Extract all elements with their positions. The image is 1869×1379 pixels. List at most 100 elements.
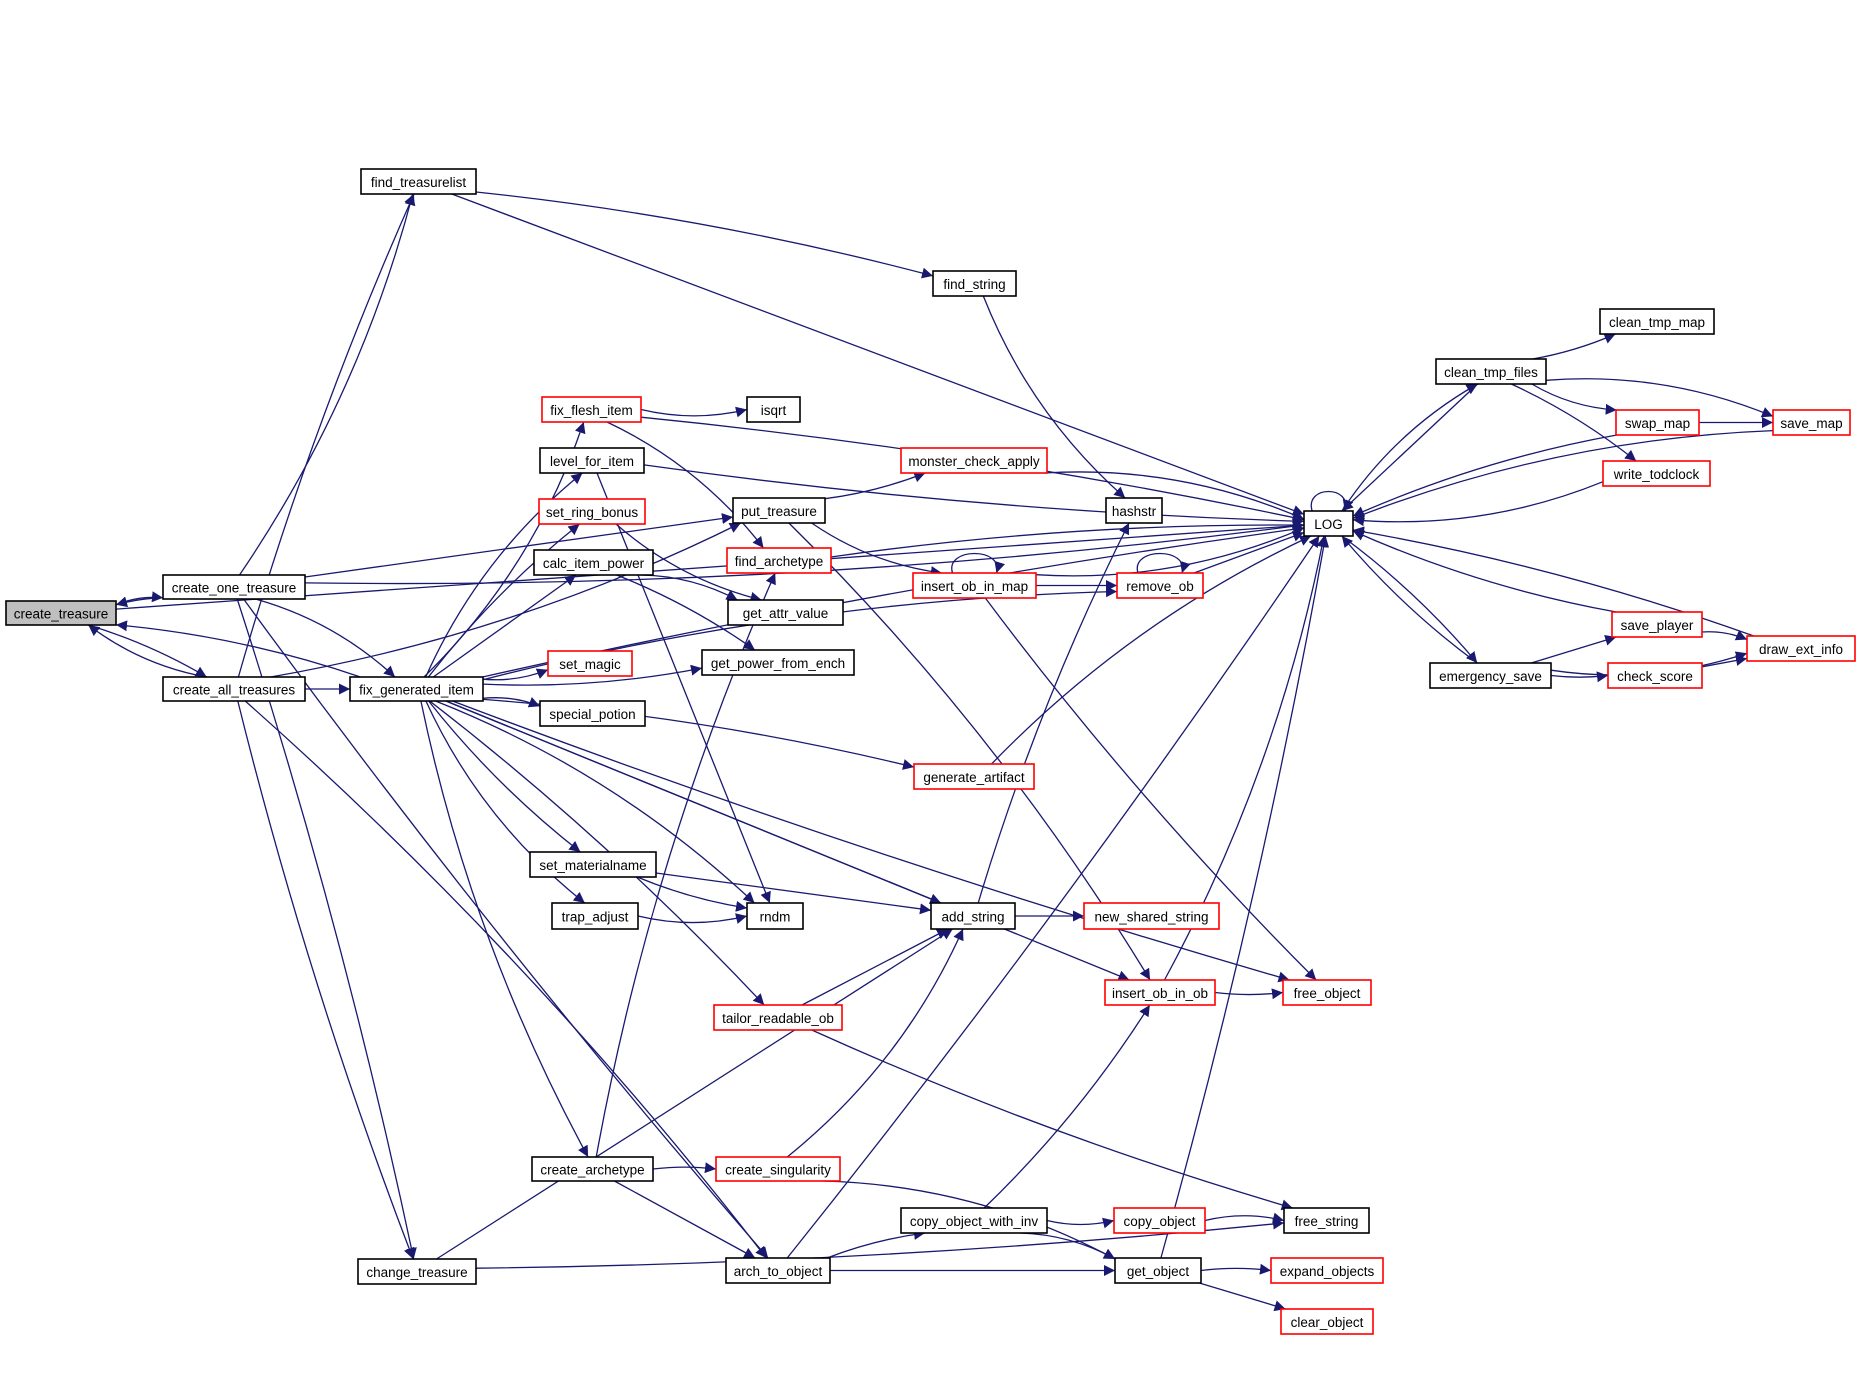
node-box[interactable] bbox=[726, 547, 832, 574]
node-insert_ob_in_map[interactable]: insert_ob_in_map bbox=[912, 572, 1037, 599]
node-box[interactable] bbox=[913, 763, 1035, 790]
node-write_todclock[interactable]: write_todclock bbox=[1602, 460, 1711, 487]
node-box[interactable] bbox=[1611, 611, 1703, 638]
node-add_string[interactable]: add_string bbox=[930, 902, 1016, 930]
node-free_string[interactable]: free_string bbox=[1283, 1207, 1370, 1234]
node-box[interactable] bbox=[539, 700, 646, 727]
node-LOG[interactable]: LOG bbox=[1303, 510, 1354, 537]
node-box[interactable] bbox=[1607, 662, 1703, 689]
node-box[interactable] bbox=[1116, 572, 1204, 599]
node-copy_object_with_inv[interactable]: copy_object_with_inv bbox=[900, 1207, 1048, 1234]
node-trap_adjust[interactable]: trap_adjust bbox=[551, 902, 639, 930]
node-box[interactable] bbox=[360, 168, 477, 195]
node-box[interactable] bbox=[1599, 308, 1715, 335]
node-get_object[interactable]: get_object bbox=[1114, 1257, 1202, 1284]
node-get_power_from_ench[interactable]: get_power_from_ench bbox=[701, 649, 855, 676]
node-box[interactable] bbox=[533, 549, 654, 576]
node-put_treasure[interactable]: put_treasure bbox=[732, 497, 826, 524]
node-create_treasure[interactable]: create_treasure bbox=[5, 600, 117, 626]
node-get_attr_value[interactable]: get_attr_value bbox=[727, 599, 844, 626]
node-box[interactable] bbox=[529, 851, 657, 878]
node-calc_item_power[interactable]: calc_item_power bbox=[533, 549, 654, 576]
node-box[interactable] bbox=[539, 447, 645, 474]
node-box[interactable] bbox=[541, 396, 642, 423]
node-swap_map[interactable]: swap_map bbox=[1615, 409, 1700, 436]
node-level_for_item[interactable]: level_for_item bbox=[539, 447, 645, 474]
node-box[interactable] bbox=[1615, 409, 1700, 436]
node-draw_ext_info[interactable]: draw_ext_info bbox=[1746, 635, 1856, 662]
node-box[interactable] bbox=[727, 599, 844, 626]
node-box[interactable] bbox=[162, 676, 306, 702]
node-box[interactable] bbox=[1113, 1207, 1206, 1234]
node-check_score[interactable]: check_score bbox=[1607, 662, 1703, 689]
node-set_materialname[interactable]: set_materialname bbox=[529, 851, 657, 878]
node-create_archetype[interactable]: create_archetype bbox=[531, 1156, 654, 1182]
node-find_archetype[interactable]: find_archetype bbox=[726, 547, 832, 574]
node-box[interactable] bbox=[746, 902, 804, 930]
node-new_shared_string[interactable]: new_shared_string bbox=[1083, 902, 1220, 930]
node-box[interactable] bbox=[538, 498, 646, 525]
node-box[interactable] bbox=[701, 649, 855, 676]
node-box[interactable] bbox=[912, 572, 1037, 599]
node-box[interactable] bbox=[1083, 902, 1220, 930]
node-monster_check_apply[interactable]: monster_check_apply bbox=[900, 447, 1048, 474]
node-create_singularity[interactable]: create_singularity bbox=[715, 1156, 841, 1182]
node-box[interactable] bbox=[357, 1258, 477, 1285]
node-fix_generated_item[interactable]: fix_generated_item bbox=[349, 676, 484, 702]
node-box[interactable] bbox=[547, 650, 633, 677]
node-free_object[interactable]: free_object bbox=[1282, 979, 1372, 1006]
node-fix_flesh_item[interactable]: fix_flesh_item bbox=[541, 396, 642, 423]
node-change_treasure[interactable]: change_treasure bbox=[357, 1258, 477, 1285]
node-box[interactable] bbox=[932, 270, 1017, 297]
node-save_player[interactable]: save_player bbox=[1611, 611, 1703, 638]
node-box[interactable] bbox=[1283, 1207, 1370, 1234]
node-box[interactable] bbox=[1104, 979, 1216, 1006]
node-box[interactable] bbox=[1429, 662, 1552, 689]
node-box[interactable] bbox=[1114, 1257, 1202, 1284]
node-box[interactable] bbox=[1280, 1308, 1374, 1335]
node-tailor_readable_ob[interactable]: tailor_readable_ob bbox=[713, 1004, 843, 1031]
node-box[interactable] bbox=[1270, 1257, 1384, 1284]
node-clean_tmp_files[interactable]: clean_tmp_files bbox=[1435, 358, 1547, 385]
node-box[interactable] bbox=[162, 574, 306, 600]
node-box[interactable] bbox=[1105, 497, 1163, 524]
node-copy_object[interactable]: copy_object bbox=[1113, 1207, 1206, 1234]
node-hashstr[interactable]: hashstr bbox=[1105, 497, 1163, 524]
node-create_all_treasures[interactable]: create_all_treasures bbox=[162, 676, 306, 702]
node-box[interactable] bbox=[551, 902, 639, 930]
node-box[interactable] bbox=[746, 396, 801, 423]
node-box[interactable] bbox=[715, 1156, 841, 1182]
node-set_magic[interactable]: set_magic bbox=[547, 650, 633, 677]
node-box[interactable] bbox=[5, 600, 117, 626]
node-find_string[interactable]: find_string bbox=[932, 270, 1017, 297]
node-box[interactable] bbox=[1435, 358, 1547, 385]
node-set_ring_bonus[interactable]: set_ring_bonus bbox=[538, 498, 646, 525]
node-box[interactable] bbox=[900, 447, 1048, 474]
node-box[interactable] bbox=[1303, 510, 1354, 537]
node-insert_ob_in_ob[interactable]: insert_ob_in_ob bbox=[1104, 979, 1216, 1006]
node-box[interactable] bbox=[900, 1207, 1048, 1234]
node-special_potion[interactable]: special_potion bbox=[539, 700, 646, 727]
node-clean_tmp_map[interactable]: clean_tmp_map bbox=[1599, 308, 1715, 335]
node-box[interactable] bbox=[725, 1257, 831, 1284]
node-box[interactable] bbox=[732, 497, 826, 524]
node-box[interactable] bbox=[1772, 409, 1851, 436]
node-save_map[interactable]: save_map bbox=[1772, 409, 1851, 436]
node-find_treasurelist[interactable]: find_treasurelist bbox=[360, 168, 477, 195]
node-box[interactable] bbox=[1282, 979, 1372, 1006]
node-box[interactable] bbox=[713, 1004, 843, 1031]
node-box[interactable] bbox=[930, 902, 1016, 930]
node-box[interactable] bbox=[1602, 460, 1711, 487]
node-expand_objects[interactable]: expand_objects bbox=[1270, 1257, 1384, 1284]
node-emergency_save[interactable]: emergency_save bbox=[1429, 662, 1552, 689]
node-clear_object[interactable]: clear_object bbox=[1280, 1308, 1374, 1335]
node-box[interactable] bbox=[349, 676, 484, 702]
node-remove_ob[interactable]: remove_ob bbox=[1116, 572, 1204, 599]
node-arch_to_object[interactable]: arch_to_object bbox=[725, 1257, 831, 1284]
node-box[interactable] bbox=[531, 1156, 654, 1182]
node-isqrt[interactable]: isqrt bbox=[746, 396, 801, 423]
node-generate_artifact[interactable]: generate_artifact bbox=[913, 763, 1035, 790]
node-create_one_treasure[interactable]: create_one_treasure bbox=[162, 574, 306, 600]
node-rndm[interactable]: rndm bbox=[746, 902, 804, 930]
node-box[interactable] bbox=[1746, 635, 1856, 662]
